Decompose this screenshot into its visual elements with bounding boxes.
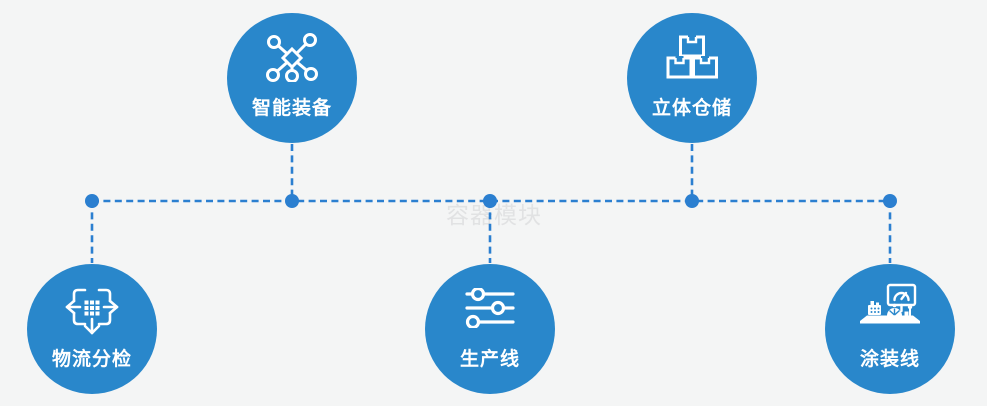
machine-station-icon xyxy=(858,283,922,332)
node-label: 立体仓储 xyxy=(651,98,732,119)
sort-distribute-icon xyxy=(64,284,120,335)
network-nodes-icon xyxy=(263,33,321,82)
sliders-icon xyxy=(465,284,515,332)
node-label: 物流分检 xyxy=(51,349,132,370)
node-painting-line: 涂装线 xyxy=(825,264,955,394)
junction-dot xyxy=(883,194,897,208)
node-label: 智能装备 xyxy=(251,98,332,119)
stacked-boxes-icon xyxy=(666,33,718,81)
node-smart-equipment: 智能装备 xyxy=(227,13,357,143)
node-warehouse-storage: 立体仓储 xyxy=(627,13,757,143)
junction-dot xyxy=(85,194,99,208)
node-label: 生产线 xyxy=(459,349,520,370)
junction-dot xyxy=(685,194,699,208)
node-logistics-sorting: 物流分检 xyxy=(27,264,157,394)
junction-dot xyxy=(285,194,299,208)
node-production-line: 生产线 xyxy=(425,264,555,394)
node-label: 涂装线 xyxy=(859,349,920,370)
junction-dot xyxy=(483,194,497,208)
